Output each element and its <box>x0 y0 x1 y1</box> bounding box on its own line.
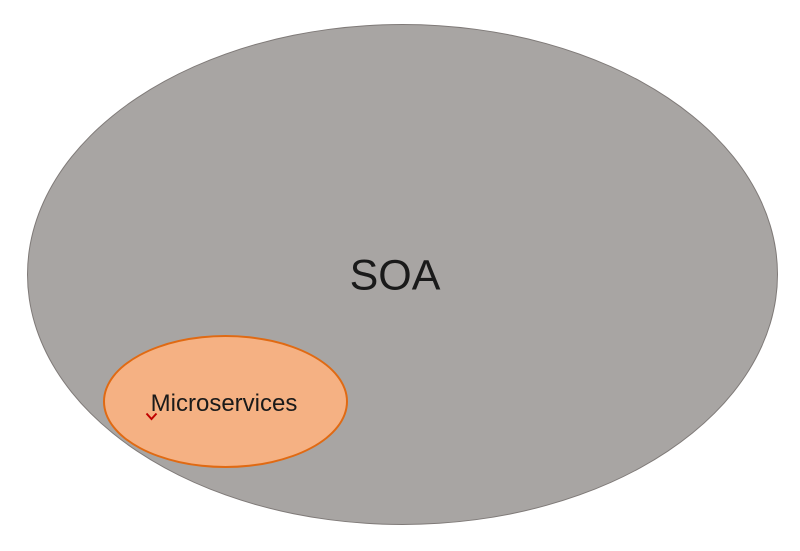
microservices-label: Microservices <box>150 390 298 417</box>
autocorrect-caret-icon <box>145 412 158 421</box>
autocorrect-caret-stroke <box>145 412 158 421</box>
soa-label: SOA <box>349 251 441 300</box>
microservices-ellipse <box>103 335 348 468</box>
